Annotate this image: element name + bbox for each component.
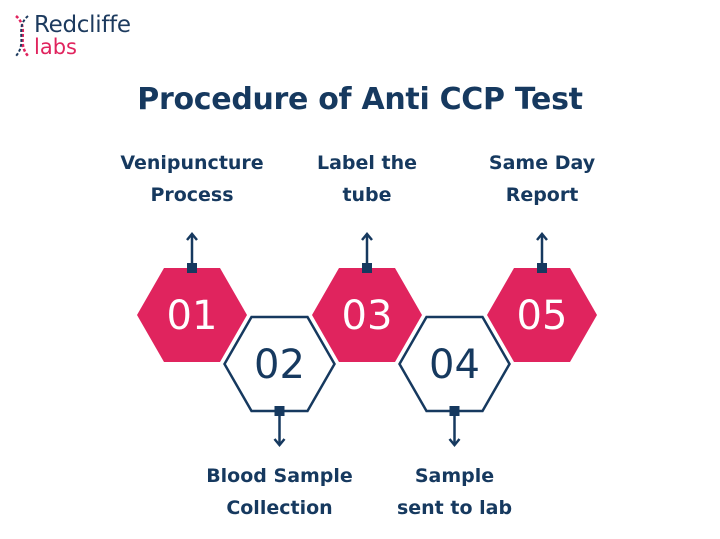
- arrow-down-icon: [448, 438, 461, 447]
- step-label-04: Sample sent to lab: [355, 460, 555, 524]
- step-label-03: Label the tube: [267, 147, 467, 211]
- logo-text-redcliffe: Redcliffe: [34, 12, 131, 38]
- step-number-01: 01: [167, 293, 218, 339]
- step-label-line: Blood Sample: [206, 465, 353, 487]
- redcliffe-labs-logo: Redcliffe labs: [12, 12, 131, 60]
- step-number-02: 02: [254, 342, 305, 388]
- hexagon-step-02: [223, 315, 336, 413]
- logo-text-labs: labs: [34, 35, 77, 59]
- step-number-05: 05: [517, 293, 568, 339]
- hexagon-step-03: [312, 268, 422, 362]
- arrow-up-icon: [361, 232, 373, 241]
- step-label-line: tube: [342, 184, 392, 206]
- hexagon-step-04: [398, 315, 511, 413]
- arrow-up-icon: [536, 232, 548, 241]
- hexagon-step-05: [487, 268, 597, 362]
- page-title: Procedure of Anti CCP Test: [137, 82, 583, 117]
- step-number-04: 04: [429, 342, 480, 388]
- step-label-line: Sample: [414, 465, 495, 487]
- arrow-down-icon: [273, 438, 286, 447]
- hexagon-step-01: [137, 268, 247, 362]
- step-label-line: Collection: [226, 497, 333, 519]
- step-label-line: Report: [505, 184, 579, 206]
- arrow-up-icon: [186, 232, 198, 241]
- step-label-line: Same Day: [488, 152, 596, 174]
- step-label-line: sent to lab: [396, 497, 513, 519]
- step-label-line: Venipuncture: [120, 152, 264, 174]
- step-label-line: Process: [150, 184, 234, 206]
- dna-icon: [15, 15, 30, 57]
- step-number-03: 03: [342, 293, 393, 339]
- step-label-line: Label the: [316, 152, 418, 174]
